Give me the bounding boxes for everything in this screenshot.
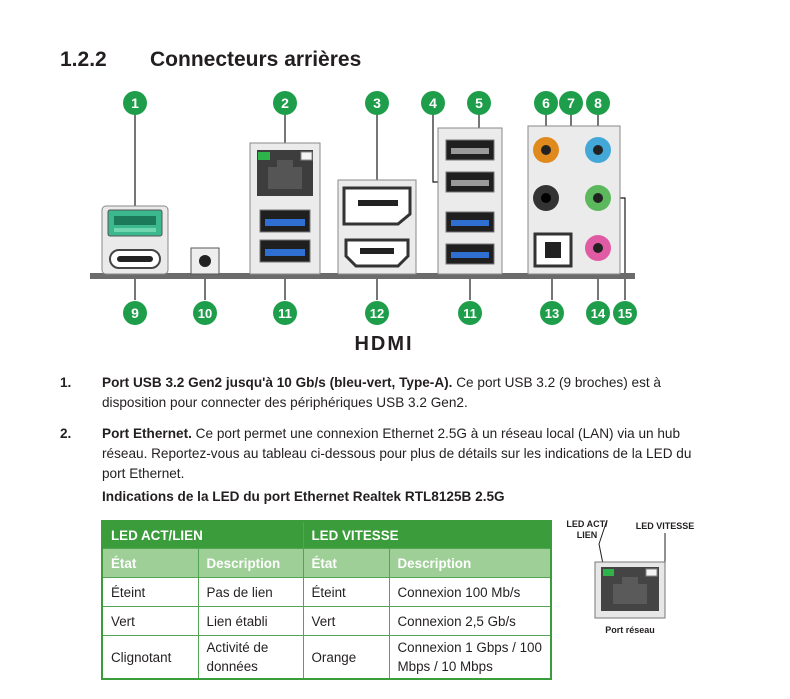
svg-text:14: 14 bbox=[591, 306, 606, 321]
table-row: Clignotant Activité de données Orange Co… bbox=[101, 635, 552, 680]
lan-usb-group bbox=[249, 142, 321, 275]
led-indications-table: LED ACT/LIEN LED VITESSE État Descriptio… bbox=[101, 520, 552, 680]
table-row: Éteint Pas de lien Éteint Connexion 100 … bbox=[101, 577, 552, 607]
callout-6: 6 bbox=[534, 91, 558, 115]
callouts-top: 1 2 3 4 5 6 7 8 bbox=[123, 91, 610, 115]
table-row: Vert Lien établi Vert Connexion 2,5 Gb/s bbox=[101, 606, 552, 636]
rear-io-diagram: 1 2 3 4 5 6 7 8 9 10 11 12 11 13 14 15 H… bbox=[90, 91, 637, 355]
table-cell: Connexion 2,5 Gb/s bbox=[388, 606, 552, 636]
svg-text:12: 12 bbox=[370, 306, 384, 321]
button-port bbox=[190, 247, 220, 275]
item-heading: Port Ethernet. bbox=[102, 426, 192, 441]
callout-11a: 11 bbox=[273, 301, 297, 325]
audio-port-group bbox=[527, 125, 621, 275]
table-cell: Éteint bbox=[101, 577, 199, 607]
callout-15: 15 bbox=[613, 301, 637, 325]
table-cell: Éteint bbox=[302, 577, 390, 607]
callout-3: 3 bbox=[365, 91, 389, 115]
callout-10: 10 bbox=[193, 301, 217, 325]
svg-text:15: 15 bbox=[618, 306, 632, 321]
table-cell: Orange bbox=[302, 635, 390, 680]
item-number: 1. bbox=[60, 375, 72, 390]
table-cell: Activité de données bbox=[197, 635, 304, 680]
item-text: Ce port permet une connexion Ethernet 2.… bbox=[102, 426, 692, 481]
column-header: État bbox=[101, 548, 199, 578]
led-diagram-caption: Port réseau bbox=[605, 625, 655, 635]
section-title: Connecteurs arrières bbox=[150, 48, 362, 71]
usb-port-group bbox=[101, 205, 169, 275]
led-act-label-2: LIEN bbox=[577, 530, 598, 540]
column-header: État bbox=[302, 548, 390, 578]
item-text: Ce port USB 3.2 (9 broches) est à dispos… bbox=[102, 375, 661, 410]
svg-text:6: 6 bbox=[542, 95, 550, 111]
svg-text:2: 2 bbox=[281, 95, 289, 111]
callouts-bottom: 9 10 11 12 11 13 14 15 bbox=[123, 301, 637, 325]
svg-text:4: 4 bbox=[429, 95, 437, 111]
callout-2: 2 bbox=[273, 91, 297, 115]
callout-8: 8 bbox=[586, 91, 610, 115]
callout-11b: 11 bbox=[458, 301, 482, 325]
svg-text:1: 1 bbox=[131, 95, 139, 111]
item-number: 2. bbox=[60, 426, 72, 441]
callout-13: 13 bbox=[540, 301, 564, 325]
lan-led-diagram: LED ACT/ LIEN LED VITESSE Port réseau bbox=[566, 519, 695, 635]
usb-stack-group bbox=[437, 127, 503, 275]
group-header-act: LED ACT/LIEN bbox=[101, 520, 304, 549]
table-cell: Connexion 100 Mb/s bbox=[388, 577, 552, 607]
svg-text:10: 10 bbox=[198, 306, 212, 321]
display-port-group bbox=[337, 179, 417, 275]
callout-4: 4 bbox=[421, 91, 445, 115]
table-cell: Vert bbox=[101, 606, 199, 636]
svg-text:8: 8 bbox=[594, 95, 602, 111]
section-number: 1.2.2 bbox=[60, 48, 107, 71]
group-header-speed: LED VITESSE bbox=[302, 520, 552, 549]
table-cell: Vert bbox=[302, 606, 390, 636]
svg-text:7: 7 bbox=[567, 95, 575, 111]
led-table-title: Indications de la LED du port Ethernet R… bbox=[102, 489, 505, 504]
column-header: Description bbox=[197, 548, 304, 578]
callout-5: 5 bbox=[467, 91, 491, 115]
callout-9: 9 bbox=[123, 301, 147, 325]
svg-text:5: 5 bbox=[475, 95, 483, 111]
hdmi-logo: HDMI bbox=[354, 333, 413, 355]
svg-text:11: 11 bbox=[278, 306, 292, 321]
svg-text:11: 11 bbox=[463, 306, 477, 321]
callout-12: 12 bbox=[365, 301, 389, 325]
table-cell: Lien établi bbox=[197, 606, 304, 636]
callout-14: 14 bbox=[586, 301, 610, 325]
led-act-label: LED ACT/ bbox=[566, 519, 608, 529]
table-cell: Connexion 1 Gbps / 100 Mbps / 10 Mbps bbox=[388, 635, 552, 680]
led-speed-label: LED VITESSE bbox=[636, 521, 695, 531]
table-cell: Clignotant bbox=[101, 635, 199, 680]
column-header: Description bbox=[388, 548, 552, 578]
svg-text:13: 13 bbox=[545, 306, 559, 321]
callout-1: 1 bbox=[123, 91, 147, 115]
callout-7: 7 bbox=[559, 91, 583, 115]
item-heading: Port USB 3.2 Gen2 jusqu'à 10 Gb/s (bleu-… bbox=[102, 375, 453, 390]
svg-text:3: 3 bbox=[373, 95, 381, 111]
table-cell: Pas de lien bbox=[197, 577, 304, 607]
svg-text:9: 9 bbox=[131, 305, 139, 321]
